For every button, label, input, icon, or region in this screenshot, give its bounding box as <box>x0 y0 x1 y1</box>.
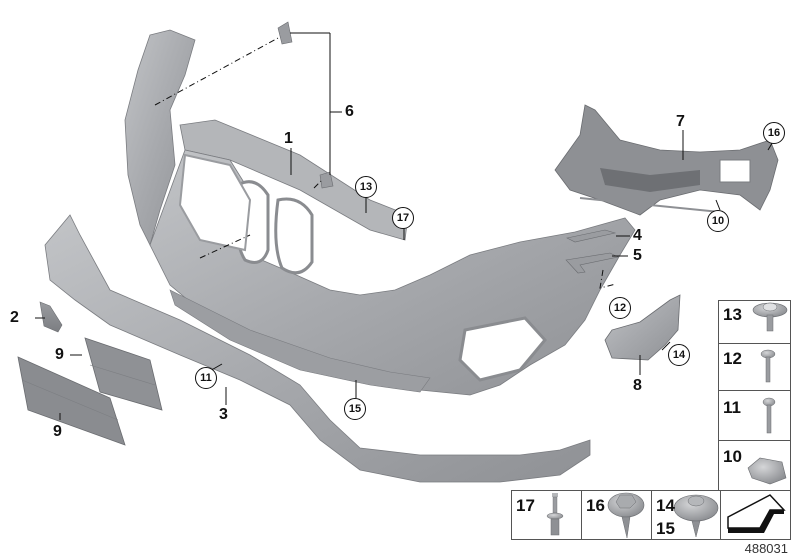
legend-cell-10: 10 <box>718 440 791 491</box>
legend-cell-12: 12 <box>718 343 791 391</box>
callout-5: 5 <box>633 247 642 264</box>
callout-7: 7 <box>676 113 685 130</box>
part-6-clip-lower <box>319 171 334 189</box>
part-5-lower-guide-bracket <box>565 252 619 274</box>
legend-cell-11: 11 <box>718 390 791 441</box>
legend-number-16: 16 <box>586 496 605 515</box>
callout-circled-13: 13 <box>355 176 377 198</box>
legend-number-13: 13 <box>723 305 742 324</box>
callout-circled-16: 16 <box>763 122 785 144</box>
callout-9-lower: 9 <box>53 423 62 440</box>
callout-circled-17: 17 <box>392 207 414 229</box>
direction-arrow-icon <box>727 494 786 533</box>
legend-number-11: 11 <box>723 398 741 417</box>
callout-circled-10: 10 <box>707 210 729 232</box>
part-1-bumper-trim-panel <box>124 29 636 396</box>
part-8-wheel-arch-trim <box>604 294 681 361</box>
callout-circled-11: 11 <box>195 367 217 389</box>
callout-3: 3 <box>219 406 228 423</box>
part-9-license-plate-base-upper <box>84 337 163 411</box>
legend-cell-arrow <box>720 490 791 540</box>
legend-cell-16: 16 <box>581 490 652 540</box>
legend-cell-13: 13 <box>718 300 791 344</box>
part-2-bracket <box>39 301 63 333</box>
part-6-clip-upper <box>277 21 293 45</box>
part-7-bumper-carrier <box>554 104 779 216</box>
legend-cell-17: 17 <box>511 490 582 540</box>
callout-circled-12: 12 <box>609 297 631 319</box>
callout-9-upper: 9 <box>55 346 64 363</box>
part-9-license-plate-base-lower <box>17 356 126 446</box>
legend-number-14: 14 <box>656 496 675 515</box>
dash-dot-assembly-lines <box>154 37 617 289</box>
callout-circled-14: 14 <box>668 344 690 366</box>
legend-number-10: 10 <box>723 447 742 466</box>
legend-number-15: 15 <box>656 519 675 538</box>
hardware-legend-artwork <box>546 302 788 539</box>
part-3-lower-trim-strip <box>44 214 591 483</box>
callout-8: 8 <box>633 377 642 394</box>
part-4-upper-guide-bracket <box>566 229 617 243</box>
callout-6: 6 <box>345 103 354 120</box>
callout-2: 2 <box>10 309 19 326</box>
legend-number-17: 17 <box>516 496 535 515</box>
callout-4: 4 <box>633 227 642 244</box>
document-number: 488031 <box>744 541 788 556</box>
callout-1: 1 <box>284 130 293 147</box>
legend-cell-14-15: 14 15 <box>651 490 721 540</box>
legend-number-12: 12 <box>723 349 742 368</box>
callout-circled-15: 15 <box>344 398 366 420</box>
